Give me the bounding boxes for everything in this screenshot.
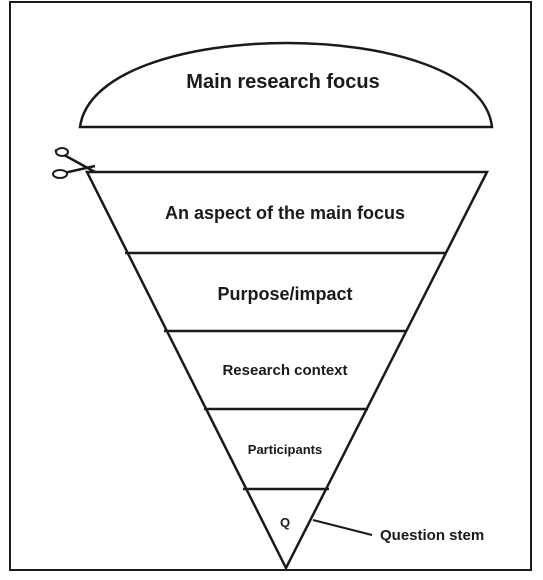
layer-label-purpose: Purpose/impact	[217, 284, 352, 304]
scissors-icon	[52, 147, 96, 179]
main-focus-label: Main research focus	[186, 71, 379, 93]
question-stem-callout-line	[312, 519, 373, 536]
layer-label-q: Q	[280, 515, 290, 530]
funnel-outline	[84, 170, 490, 571]
layer-label-context: Research context	[222, 362, 347, 379]
figure-frame	[9, 1, 532, 571]
layer-label-participants: Participants	[248, 442, 322, 457]
question-stem-label: Question stem	[380, 527, 484, 544]
layer-label-aspect: An aspect of the main focus	[165, 203, 405, 223]
main-focus-dome	[78, 41, 494, 129]
